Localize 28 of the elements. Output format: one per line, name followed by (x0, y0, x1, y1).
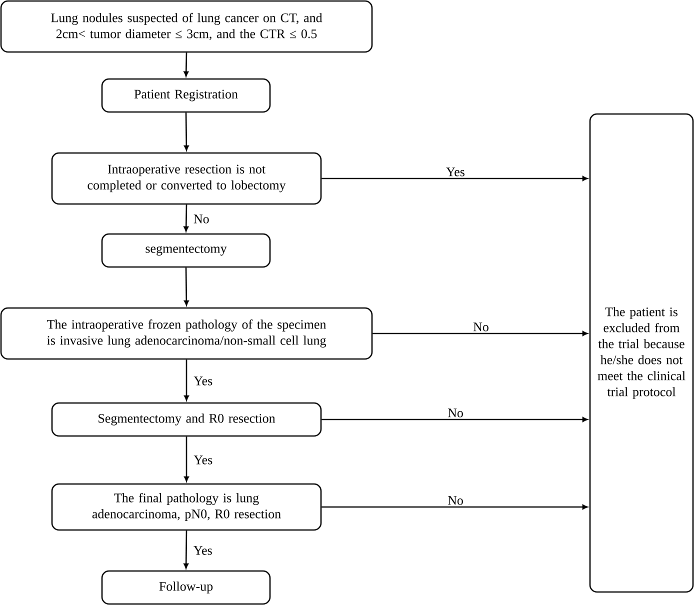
process-box: The final pathology is lung adenocarcinoma, pN0, R0 resection (51, 483, 322, 531)
edge-label: No (473, 322, 488, 332)
arrow (322, 176, 588, 181)
edge-label: Yes (194, 456, 212, 464)
arrow (184, 530, 189, 569)
process-box: Patient Registration (101, 78, 271, 113)
edge-label: No (194, 214, 209, 224)
edge-label: No (448, 496, 463, 505)
edge-label: Yes (194, 376, 212, 386)
arrow (184, 436, 189, 482)
edge-label: No (448, 408, 463, 418)
edge-label: Yes (446, 168, 464, 176)
edge-label: Yes (194, 546, 212, 555)
arrow (184, 52, 189, 77)
exclusion-box: The patient is excluded from the trial because he/she does not meet the clinical trial protocol (589, 113, 694, 593)
arrow (372, 331, 588, 336)
arrow (322, 417, 588, 422)
arrow (184, 112, 189, 151)
process-box: The intraoperative frozen pathology of the specimen is invasive lung adenocarcinoma/non-small cell lung (0, 307, 373, 360)
process-box: Segmentectomy and R0 resection (51, 402, 322, 437)
process-box: Follow-up (101, 570, 271, 605)
process-box: segmentectomy (101, 233, 271, 268)
arrow (322, 504, 588, 510)
arrow (184, 204, 189, 232)
arrow (184, 360, 189, 401)
arrow (184, 268, 189, 306)
process-box: Lung nodules suspected of lung cancer on CT, and 2cm< tumor diameter ≤ 3cm, and the CTR ≤ 0.5 (0, 0, 373, 53)
process-box: Intraoperative resection is not completed or converted to lobectomy (51, 152, 322, 205)
